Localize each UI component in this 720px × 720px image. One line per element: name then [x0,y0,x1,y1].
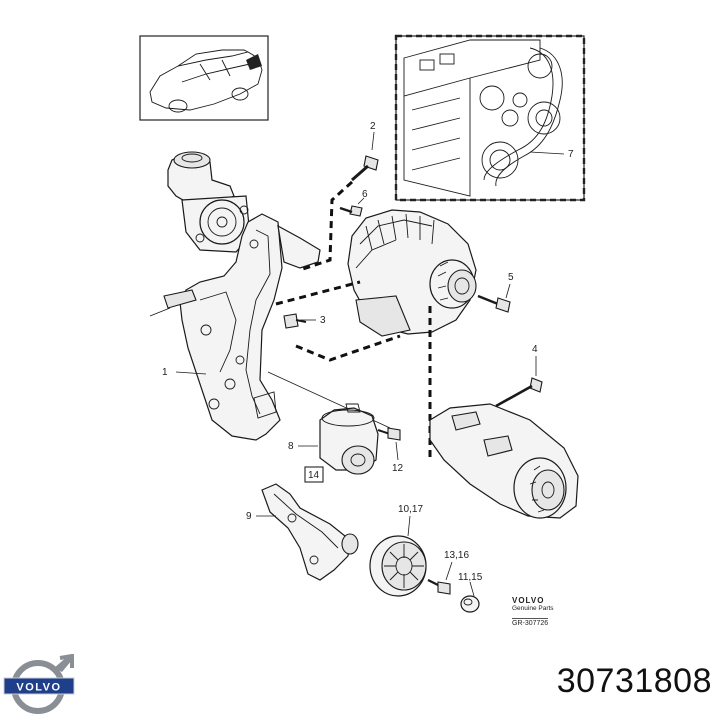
callout-3: 3 [320,315,326,326]
bolt-12 [377,427,401,461]
tensioner-8 [298,403,379,475]
assembly-path-c [295,334,401,362]
vehicle-location-inset [139,35,269,121]
idler-bracket-9 [256,483,359,581]
bracket-mount [149,213,321,441]
dust-cap [460,581,480,613]
stamp-reference: GR-307726 [512,618,549,627]
bolt-6 [339,197,365,217]
callout-7: 7 [568,149,574,160]
assembly-path-b [275,280,361,306]
callout-14-box [304,466,324,483]
callout-14: 14 [308,470,320,481]
stamp-subtitle: Genuine Parts [512,605,554,612]
belt-routing-inset [394,34,586,202]
bolt-3 [283,313,316,329]
callout-9: 9 [246,511,252,522]
assembly-path-a [299,180,354,272]
power-steering-pump [167,151,251,253]
callout-10-17: 10,17 [398,504,423,515]
part-number: 30731808 [556,662,712,700]
callout-8: 8 [288,441,294,452]
callout-2: 2 [370,121,376,132]
callout-1: 1 [162,367,168,378]
genuine-parts-stamp: VOLVO Genuine Parts GR-307726 [512,596,582,630]
bolt-4 [495,356,543,408]
bolt-5 [477,283,511,313]
bolt-13-16 [427,561,453,595]
callout-6: 6 [362,189,368,200]
alternator [347,209,477,337]
stamp-brand: VOLVO [512,596,545,605]
callout-13-16: 13,16 [444,550,469,561]
volvo-logo-icon: VOLVO [3,654,75,714]
callout-12: 12 [392,463,404,474]
callout-5: 5 [508,272,514,283]
callout-11-15: 11,15 [458,572,483,583]
callout-4: 4 [532,344,538,355]
bolt-2 [351,131,379,182]
svg-text:VOLVO: VOLVO [16,682,61,694]
idler-pulley [369,515,427,597]
ac-compressor [429,403,579,519]
